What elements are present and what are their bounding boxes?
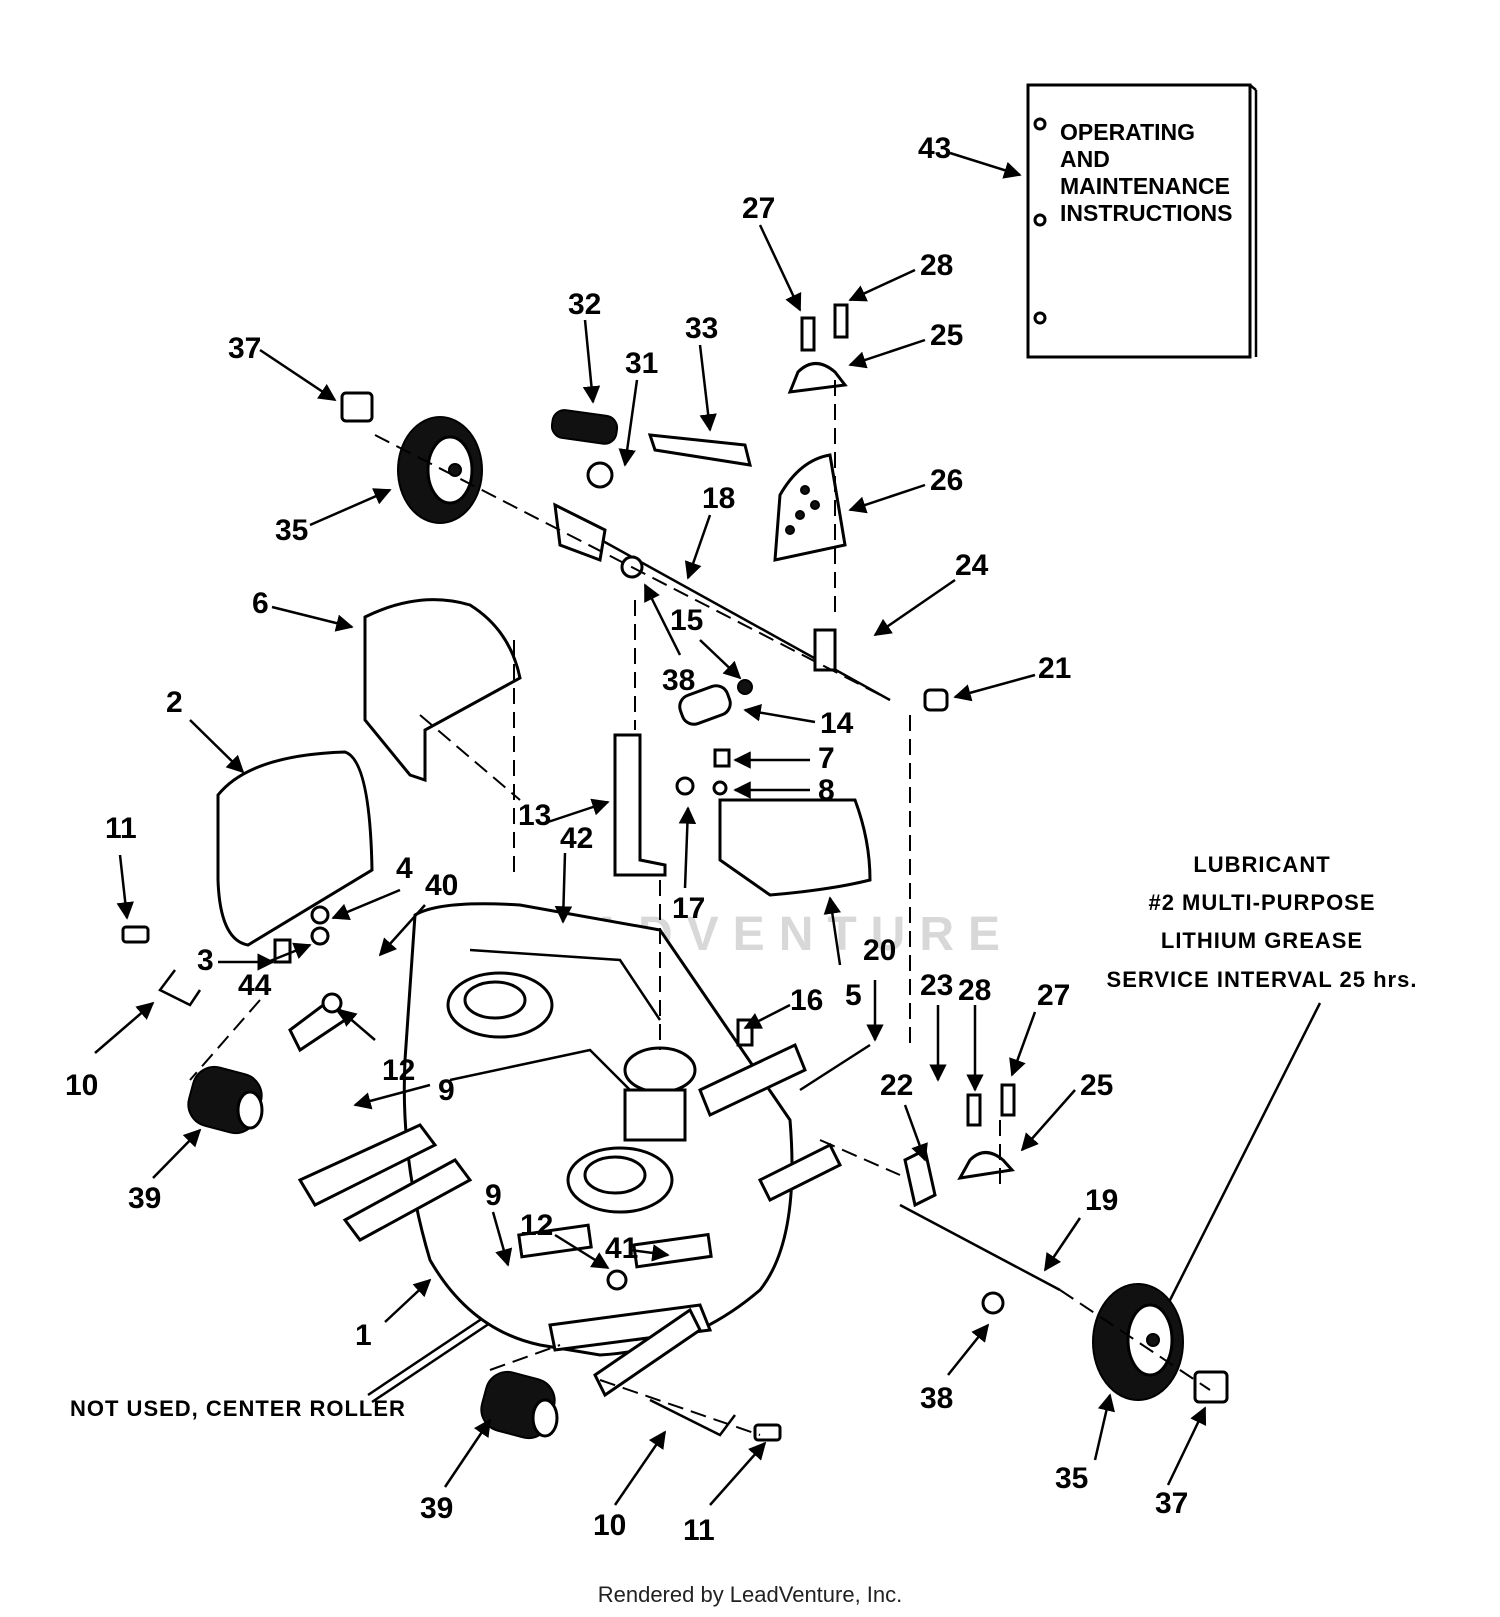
left-belt-shield (216, 750, 374, 947)
lubricant-line-3: LITHIUM GREASE (1161, 928, 1363, 953)
lubricant-note: LUBRICANT #2 MULTI-PURPOSE LITHIUM GREAS… (1107, 852, 1418, 992)
callout-42: 42 (560, 822, 593, 855)
leader-arrows (94, 151, 1207, 1506)
right-belt-shield (718, 798, 872, 897)
callout-35-lower: 35 (1055, 1462, 1088, 1495)
callout-39: 39 (128, 1182, 161, 1215)
callout-10-lower: 10 (593, 1509, 626, 1542)
callout-17: 17 (672, 892, 705, 925)
hardware (121, 303, 1229, 1442)
callout-37: 37 (228, 332, 261, 365)
pivot-bracket (903, 1147, 937, 1208)
callout-27: 27 (742, 192, 775, 225)
deck-front-brackets (288, 997, 713, 1398)
callout-9-lower: 9 (485, 1179, 502, 1212)
callout-25-lower: 25 (1080, 1069, 1113, 1102)
callout-1: 1 (355, 1319, 372, 1352)
callout-18: 18 (702, 482, 735, 515)
callout-31: 31 (625, 347, 658, 380)
callout-40: 40 (425, 869, 458, 902)
manual-line-1: OPERATING (1060, 119, 1195, 145)
handle-grip (550, 409, 619, 445)
roller-axle-lower (649, 1398, 736, 1437)
callout-11-lower: 11 (683, 1514, 715, 1547)
front-cover (363, 598, 522, 783)
adjust-handle (647, 433, 753, 467)
callout-22: 22 (880, 1069, 913, 1102)
center-roller-note: NOT USED, CENTER ROLLER (70, 1396, 406, 1421)
callout-44: 44 (238, 969, 272, 1002)
callout-25: 25 (930, 319, 963, 352)
rear-axle (899, 1203, 1061, 1292)
callout-3: 3 (197, 944, 214, 977)
callout-5: 5 (845, 979, 862, 1012)
manual-line-3: MAINTENANCE (1060, 173, 1230, 199)
footer-credit: Rendered by LeadVenture, Inc. (598, 1582, 903, 1607)
callout-35: 35 (275, 514, 308, 547)
callout-33: 33 (685, 312, 718, 345)
callout-numbers: 43 27 28 25 26 24 21 32 31 33 18 37 35 3… (65, 132, 1188, 1547)
manual-line-2: AND (1060, 146, 1110, 172)
callout-12-lower: 12 (520, 1209, 553, 1242)
callout-20: 20 (863, 934, 896, 967)
callout-7: 7 (818, 742, 835, 775)
callout-21: 21 (1038, 652, 1071, 685)
callout-10: 10 (65, 1069, 98, 1102)
mower-deck (402, 902, 794, 1357)
callout-11: 11 (105, 812, 137, 845)
lubricant-line-1: LUBRICANT (1193, 852, 1330, 877)
callout-2: 2 (166, 686, 183, 719)
callout-23: 23 (920, 969, 953, 1002)
callout-6: 6 (252, 587, 269, 620)
operating-manual: OPERATING AND MAINTENANCE INSTRUCTIONS (1026, 83, 1258, 359)
lubricant-leader (1163, 1002, 1322, 1311)
callout-41: 41 (605, 1232, 638, 1265)
callout-26: 26 (930, 464, 963, 497)
callout-15: 15 (670, 604, 703, 637)
callout-27-lower: 27 (1037, 979, 1070, 1012)
lubricant-line-4: SERVICE INTERVAL 25 hrs. (1107, 967, 1418, 992)
roller-upper (187, 1065, 264, 1135)
callout-28-lower: 28 (958, 974, 991, 1007)
roller-lower (480, 1370, 559, 1440)
callout-19: 19 (1085, 1184, 1118, 1217)
callout-38-lower: 38 (920, 1382, 953, 1415)
callout-4: 4 (396, 852, 413, 885)
callout-37-lower: 37 (1155, 1487, 1188, 1520)
callout-16: 16 (790, 984, 823, 1017)
callout-14: 14 (820, 707, 854, 740)
assembly-dashed-lines (189, 380, 1211, 1436)
callout-38: 38 (662, 664, 695, 697)
callout-39-lower: 39 (420, 1492, 453, 1525)
callout-24: 24 (955, 549, 989, 582)
lubricant-line-2: #2 MULTI-PURPOSE (1148, 890, 1375, 915)
callout-32: 32 (568, 288, 601, 321)
callout-28: 28 (920, 249, 953, 282)
callout-13: 13 (518, 799, 551, 832)
callout-9: 9 (438, 1074, 455, 1107)
callout-43: 43 (918, 132, 951, 165)
callout-12: 12 (382, 1054, 415, 1087)
wheel-lower-right (1092, 1283, 1184, 1401)
roller-axle-upper (158, 969, 202, 1007)
callout-8: 8 (818, 774, 835, 807)
manual-line-4: INSTRUCTIONS (1060, 200, 1233, 226)
wheel-upper-left (397, 416, 483, 524)
deck-rear-brackets (623, 1042, 843, 1203)
lift-link (613, 733, 667, 877)
